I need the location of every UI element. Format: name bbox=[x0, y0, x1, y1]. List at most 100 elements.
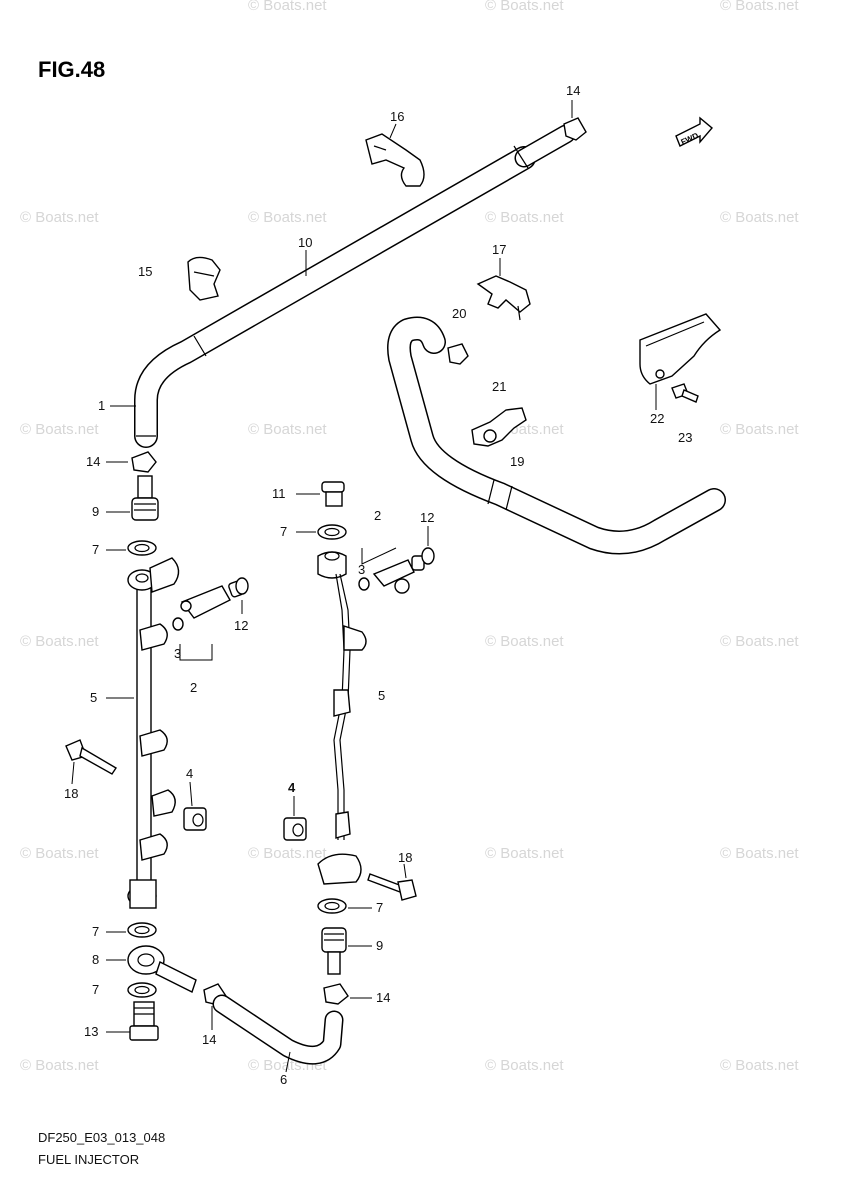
washer-7-right-lower bbox=[317, 898, 347, 914]
washer-7-right bbox=[317, 524, 347, 540]
o-ring-12-left bbox=[235, 577, 249, 595]
label-2: 2 bbox=[374, 508, 381, 523]
watermark: © Boats.net bbox=[248, 0, 327, 14]
label-6: 6 bbox=[280, 1072, 287, 1087]
label-9: 9 bbox=[92, 504, 99, 519]
label-9: 9 bbox=[376, 938, 383, 953]
label-5: 5 bbox=[378, 688, 385, 703]
label-5: 5 bbox=[90, 690, 97, 705]
injector-right bbox=[358, 547, 435, 594]
fitting-9-right bbox=[321, 927, 347, 975]
label-7: 7 bbox=[280, 524, 287, 539]
watermark: © Boats.net bbox=[248, 845, 327, 862]
bracket-22 bbox=[639, 313, 722, 385]
label-10: 10 bbox=[298, 235, 312, 250]
bolt-13 bbox=[129, 1001, 159, 1041]
o-ring-3-right bbox=[358, 577, 370, 591]
watermark: © Boats.net bbox=[720, 0, 799, 14]
diagram-code: DF250_E03_013_048 bbox=[38, 1130, 165, 1145]
label-23: 23 bbox=[678, 430, 692, 445]
fitting-9-left bbox=[131, 475, 159, 521]
label-18: 18 bbox=[398, 850, 412, 865]
watermark: © Boats.net bbox=[248, 421, 327, 438]
union-8 bbox=[127, 945, 197, 993]
bolt-23 bbox=[671, 383, 699, 403]
washer-7-lower bbox=[127, 922, 157, 938]
label-4: 4 bbox=[288, 780, 296, 795]
label-14: 14 bbox=[86, 454, 100, 469]
watermark: © Boats.net bbox=[20, 209, 99, 226]
label-8: 8 bbox=[92, 952, 99, 967]
fuel-rail-5-left bbox=[127, 557, 180, 909]
watermark: © Boats.net bbox=[20, 1057, 99, 1074]
washer-7 bbox=[127, 540, 157, 556]
leader-lines bbox=[71, 100, 657, 1073]
label-7: 7 bbox=[92, 982, 99, 997]
fwd-arrow-icon: FWD bbox=[675, 116, 713, 147]
watermark: © Boats.net bbox=[720, 845, 799, 862]
fuel-hose-10 bbox=[134, 124, 576, 448]
label-20: 20 bbox=[452, 306, 466, 321]
label-12: 12 bbox=[420, 510, 434, 525]
fuel-hose-return bbox=[387, 316, 726, 555]
watermark: © Boats.net bbox=[20, 421, 99, 438]
label-16: 16 bbox=[390, 109, 404, 124]
label-14: 14 bbox=[202, 1032, 216, 1047]
watermark: © Boats.net bbox=[485, 0, 564, 14]
label-14: 14 bbox=[566, 83, 580, 98]
fuel-rail-5-right bbox=[317, 551, 367, 885]
label-21: 21 bbox=[492, 379, 506, 394]
clamp-14-bottom-right bbox=[323, 983, 349, 1005]
clamp-17 bbox=[476, 275, 531, 321]
label-3: 3 bbox=[358, 562, 365, 577]
plug-11 bbox=[321, 481, 345, 507]
label-11: 11 bbox=[272, 486, 286, 501]
label-13: 13 bbox=[84, 1024, 98, 1039]
washer-7-union bbox=[127, 982, 157, 998]
o-ring-12-right bbox=[421, 547, 435, 565]
label-1: 1 bbox=[98, 398, 105, 413]
clamp-14-left bbox=[131, 451, 157, 473]
label-18: 18 bbox=[64, 786, 78, 801]
label-7: 7 bbox=[92, 924, 99, 939]
watermark: © Boats.net bbox=[720, 209, 799, 226]
watermark: © Boats.net bbox=[485, 1057, 564, 1074]
watermark: © Boats.net bbox=[20, 845, 99, 862]
label-15: 15 bbox=[138, 264, 152, 279]
o-ring-3-left bbox=[172, 617, 184, 631]
watermark: © Boats.net bbox=[720, 421, 799, 438]
figure-title: FIG.48 bbox=[38, 57, 105, 82]
label-14: 14 bbox=[376, 990, 390, 1005]
label-17: 17 bbox=[492, 242, 506, 257]
label-12: 12 bbox=[234, 618, 248, 633]
label-19: 19 bbox=[510, 454, 524, 469]
clamp-16 bbox=[365, 133, 425, 187]
watermark: © Boats.net bbox=[485, 633, 564, 650]
label-22: 22 bbox=[650, 411, 664, 426]
watermark: © Boats.net bbox=[485, 209, 564, 226]
watermark: © Boats.net bbox=[485, 845, 564, 862]
watermark: © Boats.net bbox=[720, 1057, 799, 1074]
injector-left bbox=[172, 577, 249, 631]
label-7: 7 bbox=[92, 542, 99, 557]
spacer-4-left bbox=[183, 807, 207, 831]
clamp-19 bbox=[471, 407, 527, 447]
label-2: 2 bbox=[190, 680, 197, 695]
watermark: © Boats.net bbox=[20, 633, 99, 650]
label-3: 3 bbox=[174, 646, 181, 661]
spacer-4-right bbox=[283, 817, 307, 841]
clamp-14-top bbox=[563, 117, 587, 141]
bolt-18-left bbox=[65, 739, 117, 775]
fuel-hose-6 bbox=[212, 994, 344, 1065]
clamp-20 bbox=[447, 343, 469, 365]
bolt-18-right bbox=[367, 873, 417, 901]
watermark: © Boats.net bbox=[720, 633, 799, 650]
label-7: 7 bbox=[376, 900, 383, 915]
diagram-name: FUEL INJECTOR bbox=[38, 1152, 139, 1167]
label-4: 4 bbox=[186, 766, 193, 781]
clamp-15 bbox=[187, 256, 221, 301]
part-labels: 14 16 10 15 17 20 21 19 22 23 1 14 9 7 1… bbox=[64, 83, 692, 1087]
watermark: © Boats.net bbox=[248, 209, 327, 226]
